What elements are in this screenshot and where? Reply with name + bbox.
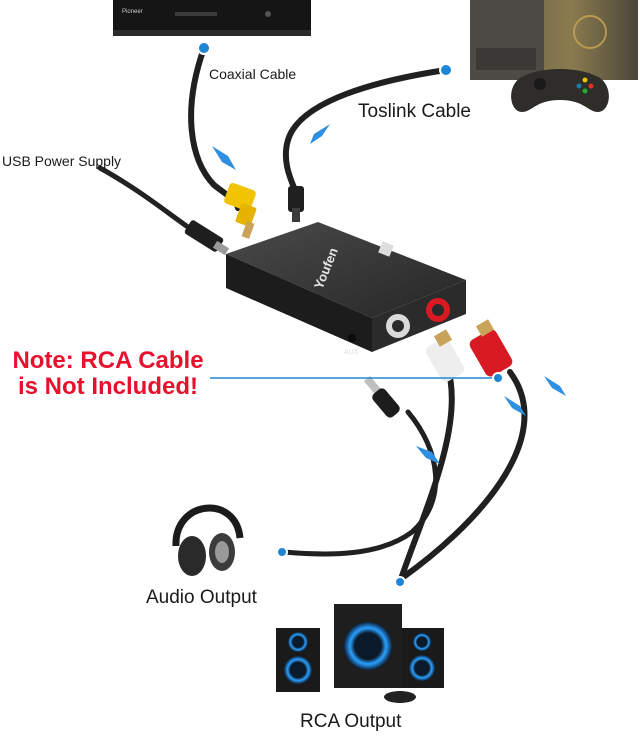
bluray-player: Pioneer — [113, 0, 311, 36]
callout-dot — [276, 546, 288, 558]
game-controller — [511, 69, 609, 112]
callout-dot — [197, 41, 211, 55]
arrow-icon — [544, 376, 566, 396]
player-brand: Pioneer — [122, 9, 143, 15]
toslink-cable — [282, 67, 449, 222]
converter-box: Youfen AUX — [226, 222, 466, 356]
callout-dot — [394, 576, 406, 588]
arrow-icon — [310, 124, 330, 144]
arrow-icon — [504, 396, 526, 416]
rca-cable-pair — [397, 319, 528, 585]
coaxial-cable-label: Coaxial Cable — [209, 66, 297, 82]
headphones — [172, 504, 244, 576]
audio-output-label: Audio Output — [146, 587, 257, 608]
usb-power-cable — [97, 165, 230, 256]
arrow-icon — [212, 146, 236, 170]
toslink-cable-label: Toslink Cable — [358, 101, 471, 122]
aux-cable — [281, 376, 439, 557]
arrow-icon — [416, 446, 440, 464]
coaxial-cable — [188, 45, 257, 239]
speaker-system — [276, 604, 444, 703]
direction-arrows — [212, 124, 566, 464]
aux-port-label: AUX — [344, 349, 359, 356]
usb-power-supply-label: USB Power Supply — [2, 153, 122, 169]
note-line-2: is Not Included! — [18, 373, 198, 400]
note-line-1: Note: RCA Cable — [12, 347, 204, 374]
game-console — [470, 0, 638, 80]
callout-dots — [197, 41, 504, 588]
callout-dot — [492, 372, 504, 384]
rca-output-label: RCA Output — [300, 711, 402, 732]
callout-dot — [439, 63, 453, 77]
